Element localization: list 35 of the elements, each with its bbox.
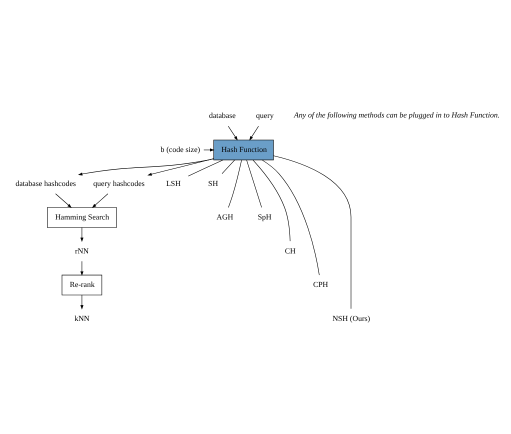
node-text: CPH xyxy=(313,280,328,289)
node-text: database hashcodes xyxy=(15,178,76,188)
node-text: database xyxy=(208,110,236,120)
connector xyxy=(246,159,262,208)
arrow xyxy=(204,148,214,151)
arrow xyxy=(147,158,214,176)
node-box: Re-rank xyxy=(62,274,102,295)
node-text: NSH (Ours) xyxy=(332,313,370,322)
arrow xyxy=(80,226,84,242)
connector xyxy=(262,159,320,275)
connector xyxy=(252,159,290,241)
node-text: LSH xyxy=(166,178,181,188)
connector xyxy=(188,159,224,176)
node-text: rNN xyxy=(75,246,89,255)
node-box: Hash Function xyxy=(213,139,274,160)
node-text: AGH xyxy=(216,212,234,222)
connector xyxy=(222,159,236,174)
node-text: kNN xyxy=(74,313,90,322)
node-text: SH xyxy=(208,178,218,188)
connector xyxy=(273,154,352,309)
arrow xyxy=(55,192,72,208)
node-text: b (code size) xyxy=(160,144,200,154)
arrow xyxy=(249,125,259,140)
arrow xyxy=(92,192,108,208)
arrow xyxy=(80,260,84,276)
connector xyxy=(228,159,242,208)
arrow xyxy=(78,158,214,176)
node-text: CH xyxy=(284,246,296,255)
node-text: SpH xyxy=(258,212,272,222)
label: Any of the following methods can be plugged in to Hash Function. xyxy=(294,110,500,120)
node-box: Hamming Search xyxy=(47,206,117,228)
node-text: query hashcodes xyxy=(93,178,145,188)
arrow xyxy=(228,125,238,140)
node-text: query xyxy=(256,110,274,120)
arrow xyxy=(80,294,84,310)
